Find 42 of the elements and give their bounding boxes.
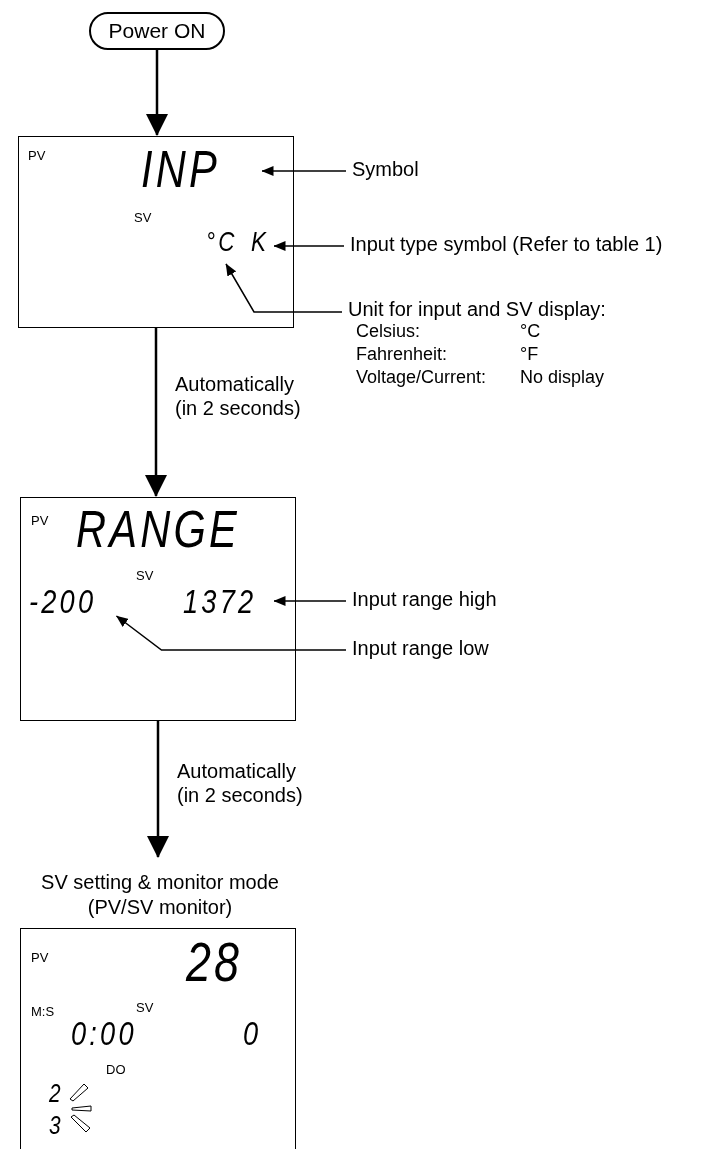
callout-text: Input range high (352, 588, 522, 614)
callout-text: No display (520, 368, 605, 388)
callout-text: Input range low (352, 637, 512, 663)
display-indicator: DO (106, 1063, 126, 1078)
display-indicator: SV (134, 211, 152, 226)
segment-readout: 2 (49, 1079, 64, 1108)
arrow (147, 721, 169, 858)
leader-line (273, 596, 347, 606)
display-indicator: SV (136, 569, 154, 584)
segment-readout: K (251, 227, 270, 258)
callout-text: °F (520, 345, 539, 365)
display-indicator: M:S (31, 1005, 55, 1020)
display-indicator: PV (31, 951, 49, 966)
callout-text: Input type symbol (Refer to table 1) (350, 233, 728, 259)
callout-text: °C (520, 322, 541, 342)
leader-line (115, 615, 347, 651)
callout-text: Celsius: (356, 322, 421, 342)
segment-readout: 0 (243, 1015, 262, 1053)
callout-text: Unit for input and SV display: (348, 298, 606, 320)
segment-readout: INP (141, 141, 220, 199)
arrow (145, 328, 167, 497)
start-terminal: Power ON (89, 12, 225, 50)
callout-text: Symbol (352, 158, 432, 184)
leader-line (225, 263, 343, 313)
segment-readout: 3 (49, 1111, 64, 1140)
mode-heading: SV setting & monitor mode (PV/SV monitor) (40, 870, 280, 920)
display-indicator: SV (136, 1001, 154, 1016)
segment-readout: 28 (186, 931, 243, 993)
display-indicator: PV (31, 514, 49, 529)
arrow (146, 50, 168, 136)
lcd-display-panel (18, 136, 294, 328)
leader-line (261, 166, 347, 176)
lcd-display-panel (20, 497, 296, 721)
segment-readout: RANGE (76, 501, 240, 559)
callout-text: Voltage/Current: (356, 368, 487, 388)
segment-readout: 1372 (183, 583, 257, 621)
leader-line (273, 241, 345, 251)
display-indicator: PV (28, 149, 46, 164)
segment-readout: -200 (29, 583, 97, 621)
segment-readout: °C (206, 227, 238, 258)
segment-readout: 0:00 (71, 1015, 137, 1053)
callout-text: Fahrenheit: (356, 345, 448, 365)
